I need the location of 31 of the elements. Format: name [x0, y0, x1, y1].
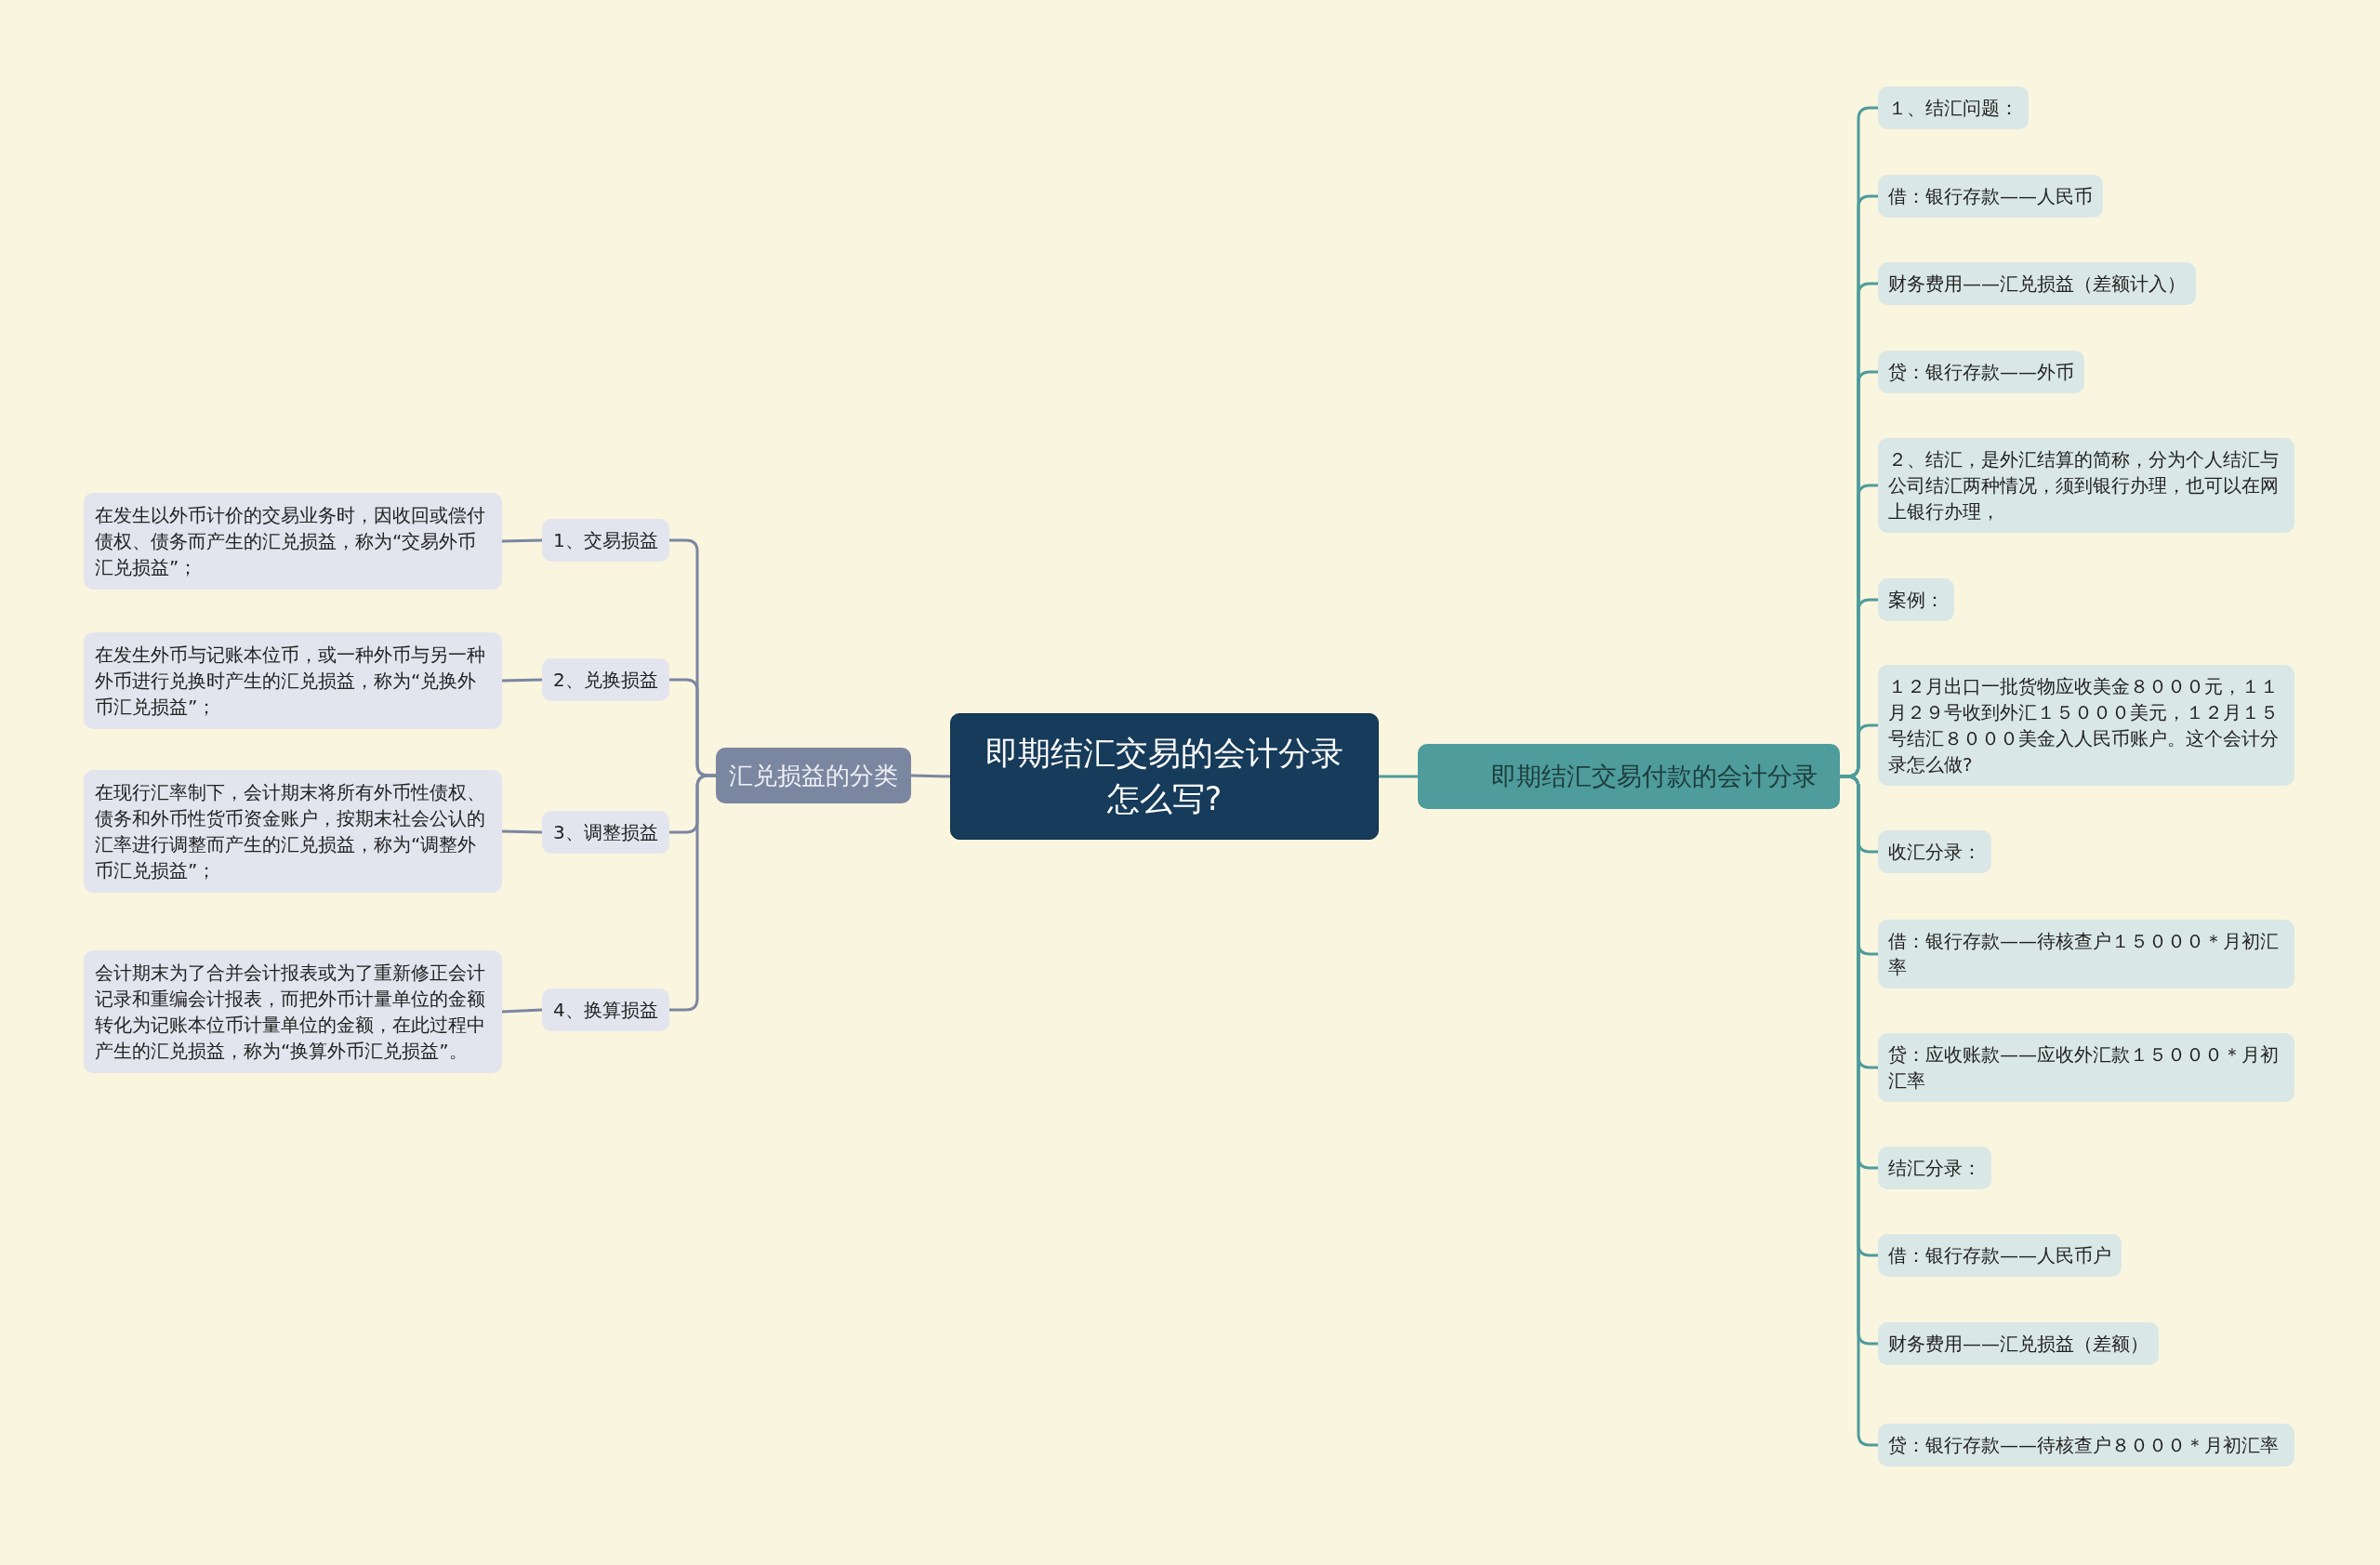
note-box: 会计期末为了合并会计报表或为了重新修正会计记录和重编会计报表，而把外币计量单位的金额转化为记账本位币计量单位的金额，在此过程中产生的汇兑损益，称为“换算外币汇兑损益”。	[84, 950, 502, 1073]
subtopic-box: 贷：银行存款——外币	[1878, 351, 2084, 393]
note-box: 在发生以外币计价的交易业务时，因收回或偿付债权、债务而产生的汇兑损益，称为“交易外币汇兑损益”；	[84, 493, 502, 590]
subtopic-box: 4、换算损益	[542, 988, 669, 1031]
subtopic-box: 财务费用——汇兑损益（差额）	[1878, 1322, 2159, 1365]
subtopic-box: １２月出口一批货物应收美金８０００元，１１月２９号收到外汇１５０００美元，１２月１５号结汇８０００美金入人民币账户。这个会计分录怎么做?	[1878, 665, 2294, 786]
subtopic-box: 3、调整损益	[542, 811, 669, 854]
subtopic-box: 借：银行存款——待核查户１５０００＊月初汇率	[1878, 920, 2294, 988]
subtopic-box: 收汇分录：	[1878, 830, 1991, 873]
subtopic-box: 借：银行存款——人民币	[1878, 175, 2103, 218]
branch-topic-box: 汇兑损益的分类	[716, 748, 911, 804]
note-box: 在现行汇率制下，会计期末将所有外币性债权、债务和外币性货币资金账户，按期末社会公认的汇率进行调整而产生的汇兑损益，称为“调整外币汇兑损益”；	[84, 770, 502, 893]
connector-line	[501, 538, 543, 543]
connector-line	[1379, 775, 1418, 778]
subtopic-box: 贷：银行存款——待核查户８０００＊月初汇率	[1878, 1424, 2294, 1466]
subtopic-box: 2、兑换损益	[542, 658, 669, 701]
subtopic-box: 1、交易损益	[542, 519, 669, 562]
subtopic-box: 财务费用——汇兑损益（差额计入）	[1878, 262, 2196, 305]
connector-line	[501, 829, 543, 834]
connector-line	[910, 774, 951, 778]
root-topic-box: 即期结汇交易的会计分录怎么写?	[950, 713, 1379, 840]
connector-line	[501, 678, 543, 683]
subtopic-box: 借：银行存款——人民币户	[1878, 1234, 2122, 1277]
subtopic-box: 结汇分录：	[1878, 1147, 1991, 1189]
note-box: 在发生外币与记账本位币，或一种外币与另一种外币进行兑换时产生的汇兑损益，称为“兑换外币汇兑损益”；	[84, 632, 502, 729]
connector-line	[501, 1008, 543, 1014]
subtopic-box: 贷：应收账款——应收外汇款１５０００＊月初汇率	[1878, 1033, 2294, 1102]
subtopic-box: 案例：	[1878, 578, 1954, 621]
branch-topic-box: 即期结汇交易付款的会计分录	[1418, 744, 1840, 809]
subtopic-box: ２、结汇，是外汇结算的简称，分为个人结汇与公司结汇两种情况，须到银行办理，也可以在网上银行办理，	[1878, 438, 2294, 533]
subtopic-box: １、结汇问题：	[1878, 86, 2029, 129]
